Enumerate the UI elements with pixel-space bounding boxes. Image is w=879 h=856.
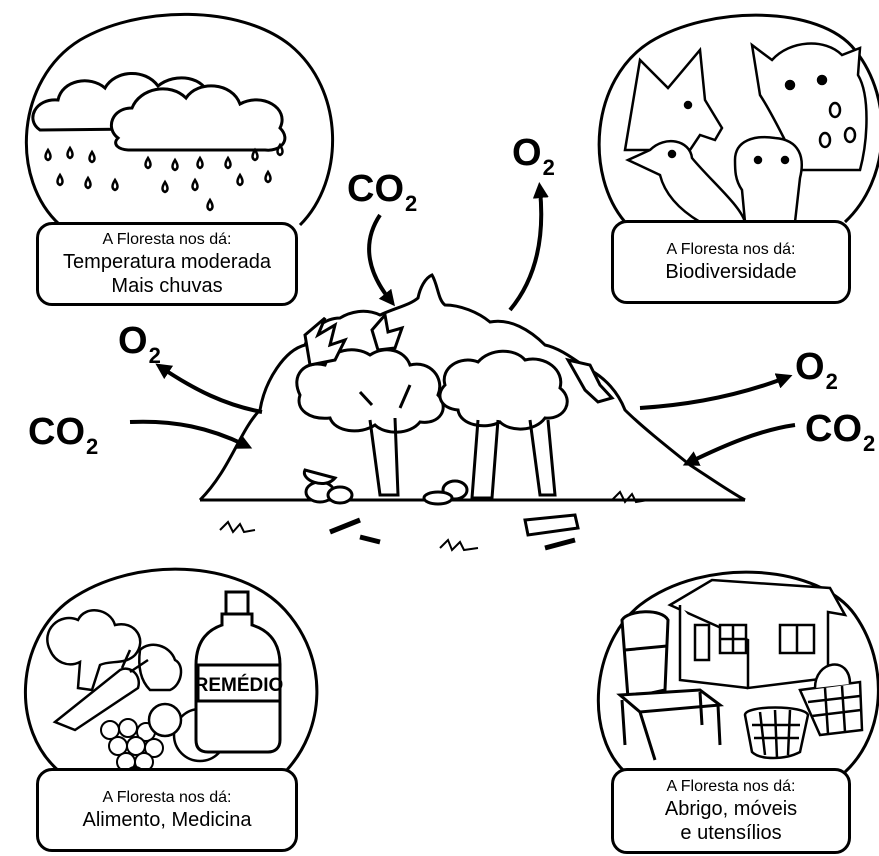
bird-icon <box>625 139 747 224</box>
rain-drops-icon <box>44 142 284 212</box>
co2-label-top: CO2 <box>347 168 418 216</box>
fox-icon <box>623 46 724 152</box>
arrow-co2-right-in <box>682 423 796 466</box>
gas-arrows <box>129 182 796 466</box>
biodiversity-label: A Floresta nos dá: Biodiversidade <box>611 220 851 304</box>
carrot-icon <box>52 649 149 732</box>
chair-icon <box>616 610 725 761</box>
otter-icon <box>733 136 803 224</box>
basket-icon <box>743 706 810 760</box>
arrow-o2-top-out <box>508 182 549 312</box>
food-heading: A Floresta nos dá: <box>102 789 232 807</box>
o2-label-left: O2 <box>118 320 161 368</box>
jaguar-icon <box>750 42 868 172</box>
forest-icon <box>198 273 746 552</box>
co2-label-left: CO2 <box>28 411 99 459</box>
shelter-heading: A Floresta nos dá: <box>666 778 796 796</box>
climate-heading: A Floresta nos dá: <box>102 231 232 249</box>
biodiversity-line-1: Biodiversidade <box>665 260 797 283</box>
arrow-o2-left-out <box>155 363 263 414</box>
biodiversity-heading: A Floresta nos dá: <box>666 241 796 259</box>
bottle-label: REMÉDIO <box>195 674 284 696</box>
globe-biodiversity <box>597 13 879 224</box>
house-icon <box>667 578 848 690</box>
arrow-co2-top-in <box>367 213 395 307</box>
food-label: A Floresta nos dá: Alimento, Medicina <box>36 768 298 852</box>
globe-shelter <box>596 570 879 774</box>
shelter-line-2: e utensílios <box>680 821 782 844</box>
broccoli-icon <box>46 609 183 692</box>
climate-line-2: Mais chuvas <box>111 274 223 297</box>
cloud-icon <box>31 72 287 152</box>
o2-label-top: O2 <box>512 132 555 180</box>
co2-label-right: CO2 <box>805 408 876 456</box>
o2-label-right: O2 <box>795 346 838 394</box>
handbag-icon <box>798 663 864 737</box>
climate-line-1: Temperatura moderada <box>63 250 271 273</box>
food-line-1: Alimento, Medicina <box>82 808 252 831</box>
arrow-co2-left-in <box>129 419 253 449</box>
climate-label: A Floresta nos dá: Temperatura moderada … <box>36 222 298 306</box>
globe-food: REMÉDIO <box>23 567 319 786</box>
arrow-o2-right-out <box>639 373 793 410</box>
globe-climate <box>24 12 335 227</box>
shelter-line-1: Abrigo, móveis <box>664 797 798 820</box>
medicine-bottle-icon: REMÉDIO <box>194 590 284 754</box>
shelter-label: A Floresta nos dá: Abrigo, móveis e uten… <box>611 768 851 854</box>
